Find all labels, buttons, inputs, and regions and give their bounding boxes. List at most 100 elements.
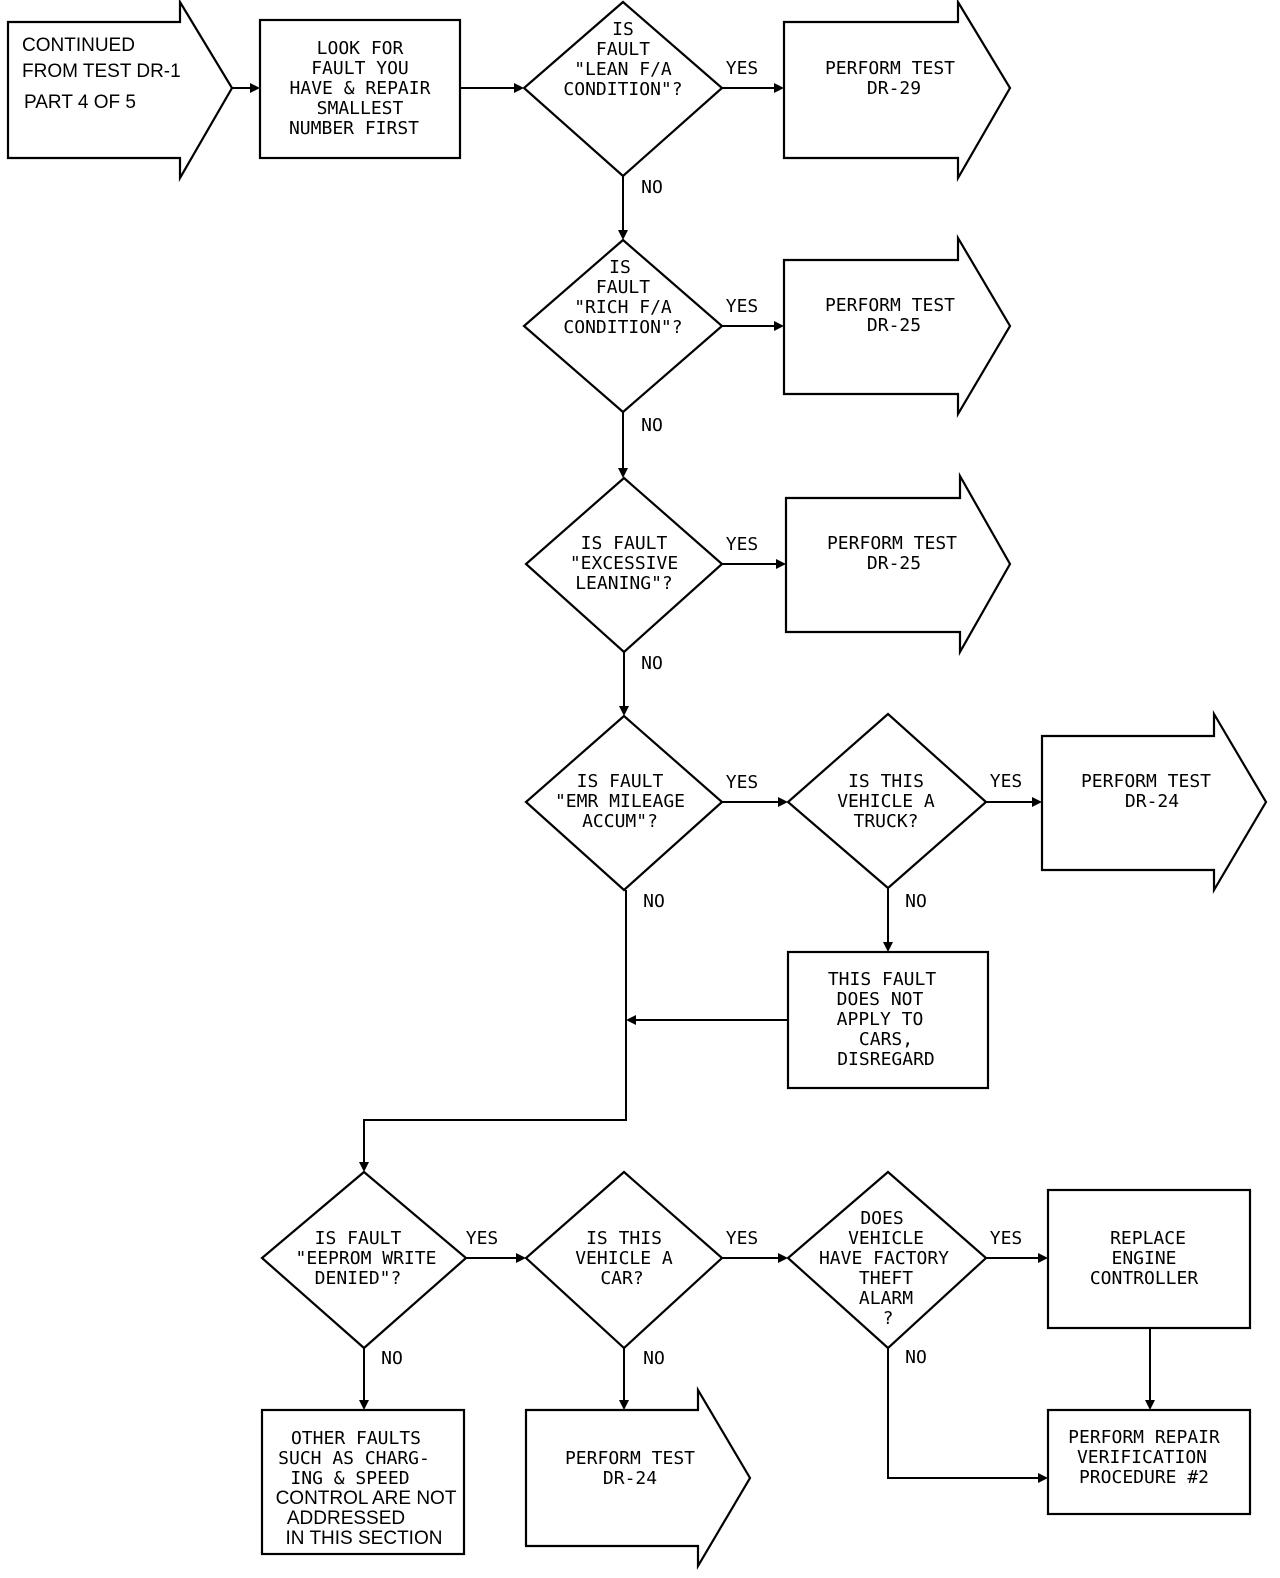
connectors — [232, 83, 1155, 1483]
arrowhead — [883, 942, 893, 952]
replace-line-2: ENGINE — [1111, 1248, 1176, 1269]
replace-controller-box — [1046, 1188, 1252, 1330]
arrowhead — [619, 706, 629, 716]
arrowhead — [618, 230, 628, 240]
yes-label: YES — [466, 1228, 499, 1249]
arrowhead — [359, 1400, 369, 1410]
not-apply-line-3: APPLY TO — [837, 1009, 924, 1030]
yes-label: YES — [726, 772, 759, 793]
lean-line-3: "LEAN F/A — [574, 59, 672, 80]
dr25-a-line-1: PERFORM TEST — [825, 295, 955, 316]
theft-line-5: ALARM — [859, 1288, 913, 1309]
theft-line-1: DOES — [860, 1208, 903, 1229]
repair-line-1: PERFORM REPAIR — [1068, 1427, 1220, 1448]
eeprom-line-2: "EEPROM WRITE — [296, 1248, 437, 1269]
not-apply-line-5: DISREGARD — [837, 1049, 935, 1070]
start-line-3: PART 4 OF 5 — [24, 92, 136, 113]
outcome-dr29-shape — [782, 0, 1012, 183]
lean-line-1: IS — [612, 19, 634, 40]
rich-line-4: CONDITION"? — [563, 317, 682, 338]
arrowhead — [516, 1253, 526, 1263]
arrowhead — [1038, 1253, 1048, 1263]
shape-texts: CONTINUED FROM TEST DR-1 PART 4 OF 5 LOO… — [22, 19, 1220, 1549]
start-arrow-shape — [6, 0, 234, 183]
shapes — [6, 0, 1268, 1571]
emr-line-1: IS FAULT — [577, 771, 664, 792]
theft-line-6: ? — [883, 1308, 894, 1329]
theft-line-4: THEFT — [859, 1268, 913, 1289]
car-line-2: VEHICLE A — [575, 1248, 673, 1269]
excessive-line-3: LEANING"? — [575, 573, 673, 594]
yes-label: YES — [726, 296, 759, 317]
look-line-2: FAULT YOU — [311, 58, 409, 79]
dr24-a-line-2: DR-24 — [1125, 791, 1179, 812]
lean-line-2: FAULT — [596, 39, 650, 60]
other-line-5: ADDRESSED — [287, 1508, 405, 1529]
dr24-b-line-2: DR-24 — [603, 1468, 657, 1489]
dr25-a-line-2: DR-25 — [867, 315, 921, 336]
no-label: NO — [905, 1347, 927, 1368]
dr25-b-line-1: PERFORM TEST — [827, 533, 957, 554]
not-apply-line-4: CARS, — [859, 1029, 913, 1050]
replace-line-1: REPLACE — [1110, 1228, 1186, 1249]
truck-line-2: VEHICLE A — [837, 791, 935, 812]
car-line-3: CAR? — [600, 1268, 643, 1289]
arrowhead — [619, 1400, 629, 1410]
excessive-line-1: IS FAULT — [581, 533, 668, 554]
arrowhead — [250, 83, 260, 93]
yes-label: YES — [990, 771, 1023, 792]
yes-label: YES — [990, 1228, 1023, 1249]
look-line-3: HAVE & REPAIR — [290, 78, 431, 99]
outcome-dr24-a-shape — [1040, 709, 1268, 895]
outcome-dr25-a-shape — [782, 233, 1012, 419]
outcome-dr25-b-shape — [784, 471, 1012, 657]
arrowhead — [1038, 1473, 1048, 1483]
yes-label: YES — [726, 534, 759, 555]
dr25-b-line-2: DR-25 — [867, 553, 921, 574]
emr-line-2: "EMR MILEAGE — [555, 791, 685, 812]
dr29-line-2: DR-29 — [867, 78, 921, 99]
not-apply-line-2: DOES NOT — [837, 989, 924, 1010]
other-line-1: OTHER FAULTS — [291, 1428, 421, 1449]
eeprom-line-3: DENIED"? — [315, 1268, 402, 1289]
repair-verification-box — [1046, 1408, 1252, 1516]
other-line-4: CONTROL ARE NOT — [276, 1488, 457, 1509]
no-label: NO — [381, 1348, 403, 1369]
look-line-4: SMALLEST — [317, 98, 404, 119]
repair-line-2: VERIFICATION — [1077, 1447, 1207, 1468]
look-for-fault-box — [258, 18, 462, 160]
arrowhead — [1145, 1400, 1155, 1410]
arrowhead — [774, 83, 784, 93]
arrowhead — [778, 797, 788, 807]
other-faults-box — [260, 1408, 466, 1556]
arrowhead — [618, 468, 628, 478]
truck-line-3: TRUCK? — [853, 811, 918, 832]
excessive-line-2: "EXCESSIVE — [570, 553, 678, 574]
start-line-2: FROM TEST DR-1 — [22, 61, 181, 82]
arrowhead — [359, 1162, 369, 1172]
outcome-dr24-b-shape — [524, 1385, 752, 1571]
look-line-1: LOOK FOR — [317, 38, 404, 59]
repair-line-3: PROCEDURE #2 — [1079, 1467, 1209, 1488]
arrowhead — [776, 559, 786, 569]
arrowhead — [514, 83, 524, 93]
start-line-1: CONTINUED — [22, 35, 135, 56]
no-label: NO — [905, 891, 927, 912]
dr24-a-line-1: PERFORM TEST — [1081, 771, 1211, 792]
no-label: NO — [643, 891, 665, 912]
arrowhead — [774, 321, 784, 331]
lean-line-4: CONDITION"? — [563, 79, 682, 100]
branch-labels: YES NO YES NO YES NO YES YES NO NO YES Y… — [381, 58, 1022, 1369]
no-label: NO — [641, 653, 663, 674]
other-line-6: IN THIS SECTION — [286, 1528, 443, 1549]
eeprom-line-1: IS FAULT — [315, 1228, 402, 1249]
other-line-3: ING & SPEED — [290, 1468, 409, 1489]
car-line-1: IS THIS — [586, 1228, 662, 1249]
no-label: NO — [641, 415, 663, 436]
rich-line-3: "RICH F/A — [574, 297, 672, 318]
theft-line-3: HAVE FACTORY — [819, 1248, 949, 1269]
truck-line-1: IS THIS — [848, 771, 924, 792]
arrowhead — [778, 1253, 788, 1263]
theft-line-2: VEHICLE — [848, 1228, 924, 1249]
